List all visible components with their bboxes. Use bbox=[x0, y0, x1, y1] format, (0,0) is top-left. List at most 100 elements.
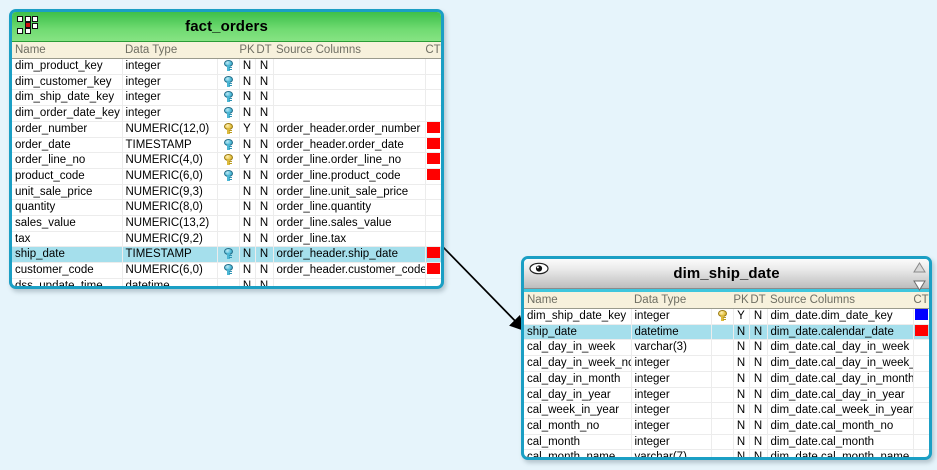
cell-dt: N bbox=[255, 89, 274, 107]
cell-column-name: dim_order_date_key bbox=[12, 105, 123, 122]
cell-dt: N bbox=[749, 355, 768, 372]
cell-data-type: integer bbox=[122, 58, 218, 75]
cell-key-icon bbox=[217, 199, 240, 217]
cell-data-type: varchar(7) bbox=[631, 449, 712, 457]
cell-source-column: dim_date.cal_month bbox=[767, 434, 914, 451]
cell-dt: N bbox=[749, 308, 768, 325]
key-icon-blue bbox=[223, 60, 233, 71]
entity-dim-ship-date[interactable]: dim_ship_date bbox=[521, 256, 932, 460]
cell-key-icon bbox=[711, 339, 734, 357]
cell-pk: N bbox=[239, 199, 256, 217]
cell-ct bbox=[913, 449, 929, 457]
cell-ct bbox=[913, 308, 929, 325]
scroll-up-arrow[interactable] bbox=[913, 260, 926, 278]
col-header-dt[interactable]: DT bbox=[255, 42, 273, 59]
cell-source-column: order_line.sales_value bbox=[273, 215, 426, 232]
entity-title-bar-fact-orders[interactable]: fact_orders bbox=[12, 12, 441, 42]
ct-swatch-red bbox=[426, 263, 440, 275]
cell-ct bbox=[913, 418, 929, 435]
key-icon-blue bbox=[223, 248, 233, 260]
cell-key-icon bbox=[711, 434, 734, 451]
cell-pk: N bbox=[239, 137, 256, 154]
cell-pk: N bbox=[239, 74, 256, 91]
col-header-key bbox=[711, 292, 733, 309]
col-header-name[interactable]: Name bbox=[12, 42, 122, 59]
eye-icon[interactable] bbox=[529, 262, 549, 275]
col-header-ct[interactable]: CT bbox=[913, 292, 929, 309]
cell-pk: N bbox=[733, 355, 750, 372]
fact-table-icon bbox=[17, 16, 39, 36]
col-header-name[interactable]: Name bbox=[524, 292, 631, 309]
cell-pk: N bbox=[733, 324, 750, 341]
cell-data-type: NUMERIC(13,2) bbox=[122, 215, 218, 232]
col-header-source-columns[interactable]: Source Columns bbox=[273, 42, 425, 59]
cell-ct bbox=[425, 168, 441, 185]
cell-pk: N bbox=[239, 278, 256, 286]
col-header-dt[interactable]: DT bbox=[749, 292, 767, 309]
cell-ct bbox=[425, 184, 441, 201]
entity-scroll-arrows[interactable] bbox=[912, 260, 927, 291]
key-icon-blue bbox=[223, 91, 233, 103]
cell-dt: N bbox=[749, 402, 768, 419]
cell-pk: N bbox=[733, 418, 750, 435]
ct-swatch-red bbox=[426, 168, 440, 180]
col-header-pk[interactable]: PK bbox=[239, 42, 255, 59]
scroll-down-arrow[interactable] bbox=[913, 278, 926, 296]
cell-key-icon bbox=[217, 262, 240, 279]
col-header-ct[interactable]: CT bbox=[425, 42, 441, 59]
entity-title-bar-dim-ship-date[interactable]: dim_ship_date bbox=[524, 259, 929, 291]
cell-data-type: integer bbox=[631, 308, 712, 325]
cell-data-type: integer bbox=[122, 89, 218, 107]
col-header-pk[interactable]: PK bbox=[733, 292, 749, 309]
cell-key-icon bbox=[217, 278, 240, 286]
grid-header-row: Name Data Type PK DT Source Columns CT bbox=[12, 42, 441, 59]
entity-title-fact-orders: fact_orders bbox=[185, 18, 268, 35]
cell-pk: N bbox=[239, 105, 256, 122]
entity-title-dim-ship-date: dim_ship_date bbox=[673, 265, 780, 282]
col-header-data-type[interactable]: Data Type bbox=[122, 42, 217, 59]
cell-pk: N bbox=[733, 434, 750, 451]
ct-swatch-red bbox=[426, 137, 440, 149]
cell-ct bbox=[425, 199, 441, 217]
cell-pk: Y bbox=[239, 121, 256, 138]
cell-source-column: dim_date.calendar_date bbox=[767, 324, 914, 341]
cell-source-column: dim_date.cal_day_in_month bbox=[767, 371, 914, 388]
cell-dt: N bbox=[255, 105, 274, 122]
cell-dt: N bbox=[255, 231, 274, 248]
cell-column-name: dim_product_key bbox=[12, 58, 123, 75]
cell-key-icon bbox=[711, 418, 734, 435]
cell-pk: N bbox=[239, 89, 256, 107]
cell-source-column: dim_date.cal_month_no bbox=[767, 418, 914, 435]
cell-pk: N bbox=[733, 371, 750, 388]
col-header-source-columns[interactable]: Source Columns bbox=[767, 292, 913, 309]
entity-fact-orders[interactable]: fact_orders Name Data Type PK DT Source … bbox=[9, 9, 444, 289]
cell-ct bbox=[425, 278, 441, 286]
cell-data-type: integer bbox=[631, 418, 712, 435]
col-header-data-type[interactable]: Data Type bbox=[631, 292, 711, 309]
